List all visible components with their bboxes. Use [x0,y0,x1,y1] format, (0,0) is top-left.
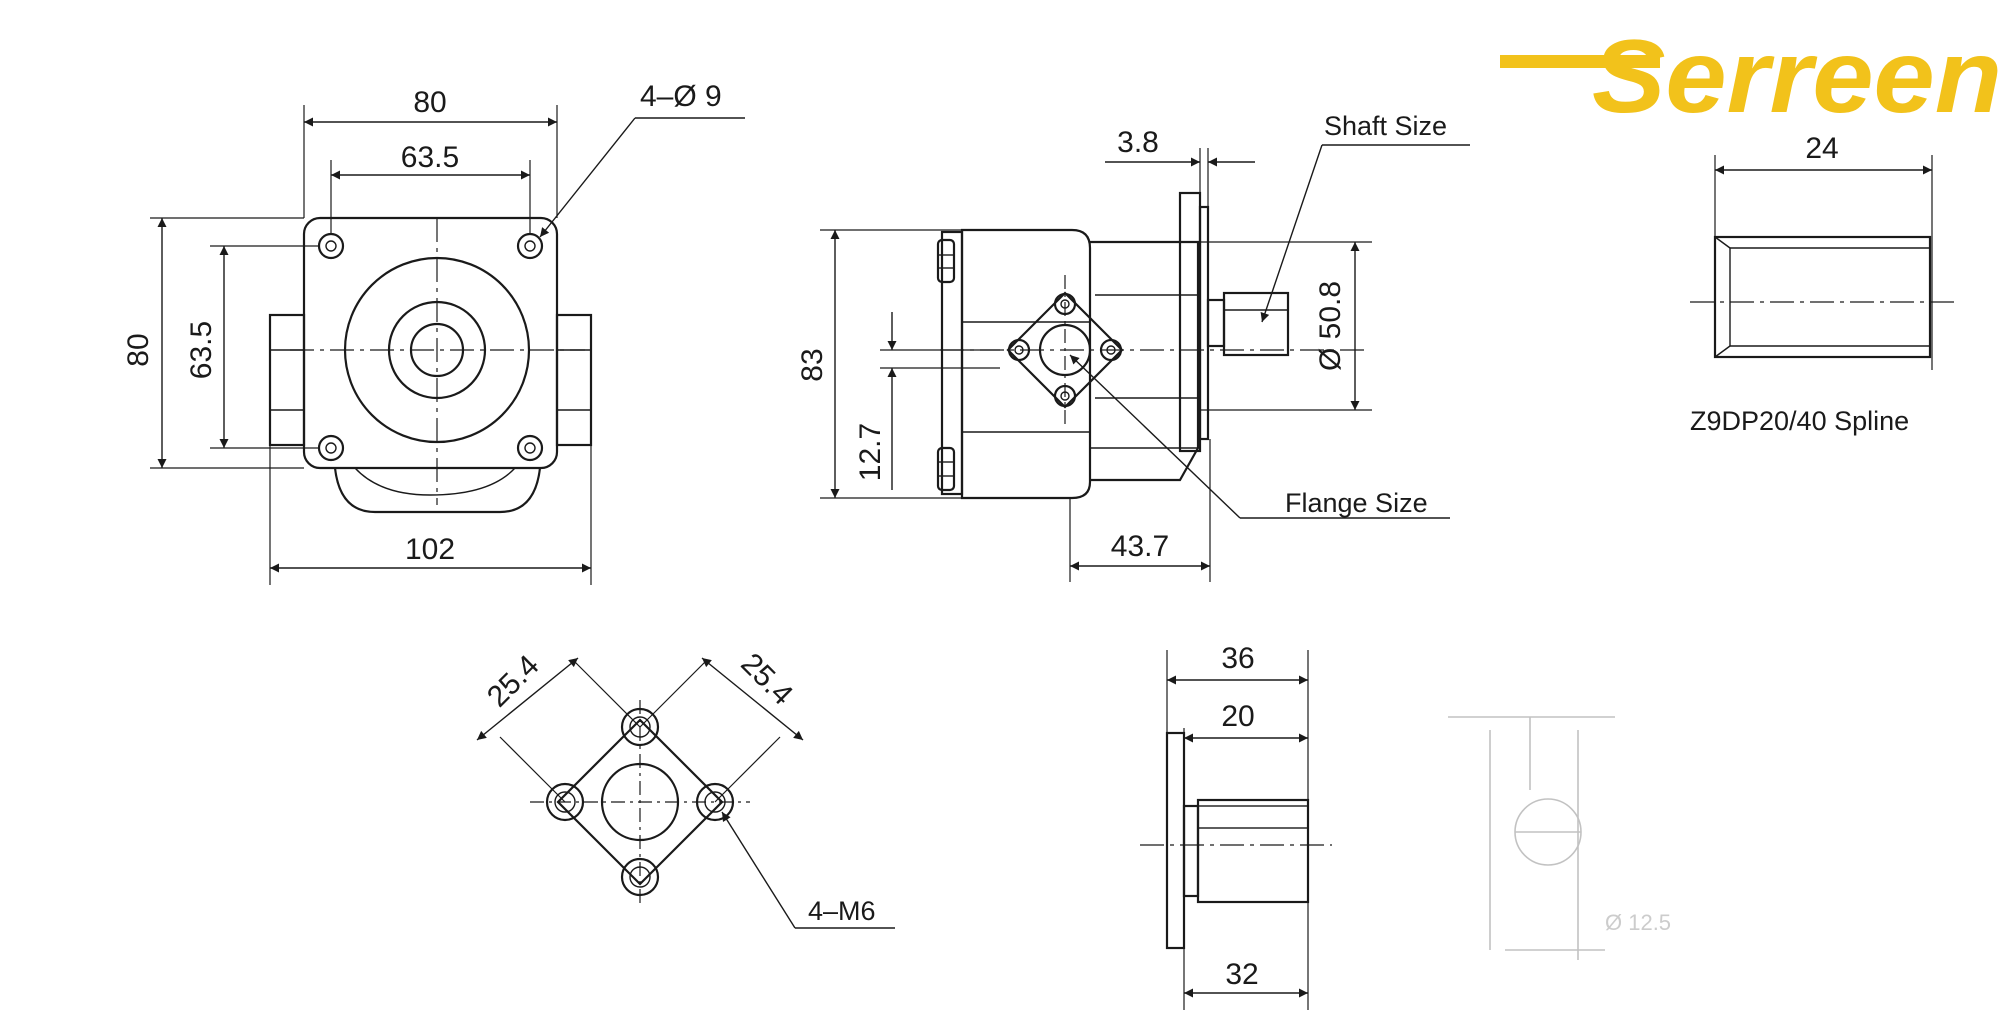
faded-key-detail: Ø 12.5 [1448,716,1671,960]
shaft-detail: 36 20 32 [1140,642,1332,1010]
dim-shaft-bottom: 32 [1225,958,1258,991]
label-port-threads: 4–M6 [808,896,876,926]
dim-shaft-total: 36 [1221,642,1254,675]
dim-side-body-length: 43.7 [1111,530,1169,563]
spline-detail: 24 Z9DP20/40 Spline [1690,132,1958,436]
dim-front-width-top: 80 [413,86,446,119]
label-shaft-size: Shaft Size [1324,111,1447,141]
dim-side-height: 83 [796,348,829,381]
dim-spline-length: 24 [1805,132,1838,165]
dim-front-bottom-width: 102 [405,533,455,566]
label-spline-spec: Z9DP20/40 Spline [1690,406,1909,436]
port-detail: 25.4 25.4 4–M6 [476,647,895,929]
dim-port-diag-left: 25.4 [481,649,546,714]
dim-front-height-left: 80 [122,333,155,366]
label-flange-size: Flange Size [1285,488,1428,518]
faded-note: Ø 12.5 [1605,910,1671,935]
dim-port-diag-right: 25.4 [734,647,799,712]
front-view: 80 63.5 80 63.5 102 4–Ø 9 [122,80,745,585]
label-front-holes: 4–Ø 9 [640,80,722,113]
dim-shaft-key: 20 [1221,700,1254,733]
dim-front-bolt-left: 63.5 [185,321,218,379]
dim-front-bolt-top: 63.5 [401,141,459,174]
brand-logo: Serreen [1500,19,2002,135]
dim-side-flange-thickness: 3.8 [1117,126,1159,159]
dim-side-shaft-diameter: Ø 50.8 [1314,281,1347,371]
brand-name: Serreen [1592,19,2002,135]
dim-side-port-offset: 12.7 [854,423,887,481]
side-view: 3.8 83 12.7 Ø 50.8 43.7 Shaft Size Flang… [796,111,1470,582]
